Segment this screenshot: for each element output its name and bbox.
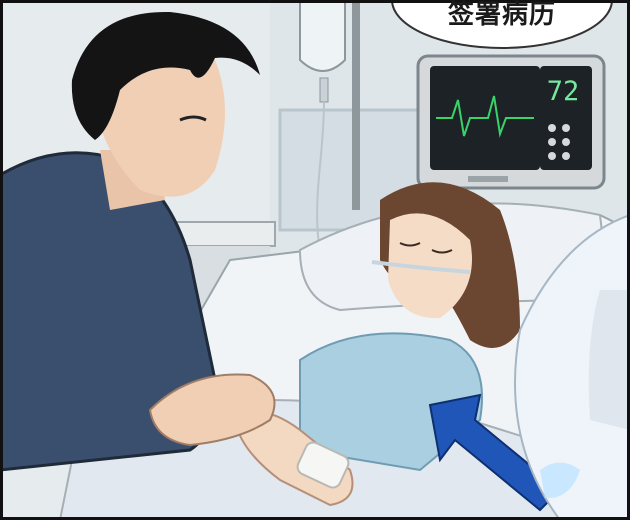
bandage: [296, 441, 350, 489]
ecg-line: [436, 95, 534, 138]
holding-hands: [148, 373, 276, 447]
glow-icon: [540, 462, 580, 499]
nasal-cannula: [371, 260, 471, 274]
iv-pole: [352, 0, 360, 210]
heart-rate-value: 72: [546, 76, 580, 107]
man-hair: [71, 11, 260, 140]
speech-bubble-text: 签署病历: [447, 0, 556, 30]
patient-face: [388, 213, 472, 319]
iv-bag: [299, 0, 346, 72]
speech-bubble: [391, 0, 613, 49]
